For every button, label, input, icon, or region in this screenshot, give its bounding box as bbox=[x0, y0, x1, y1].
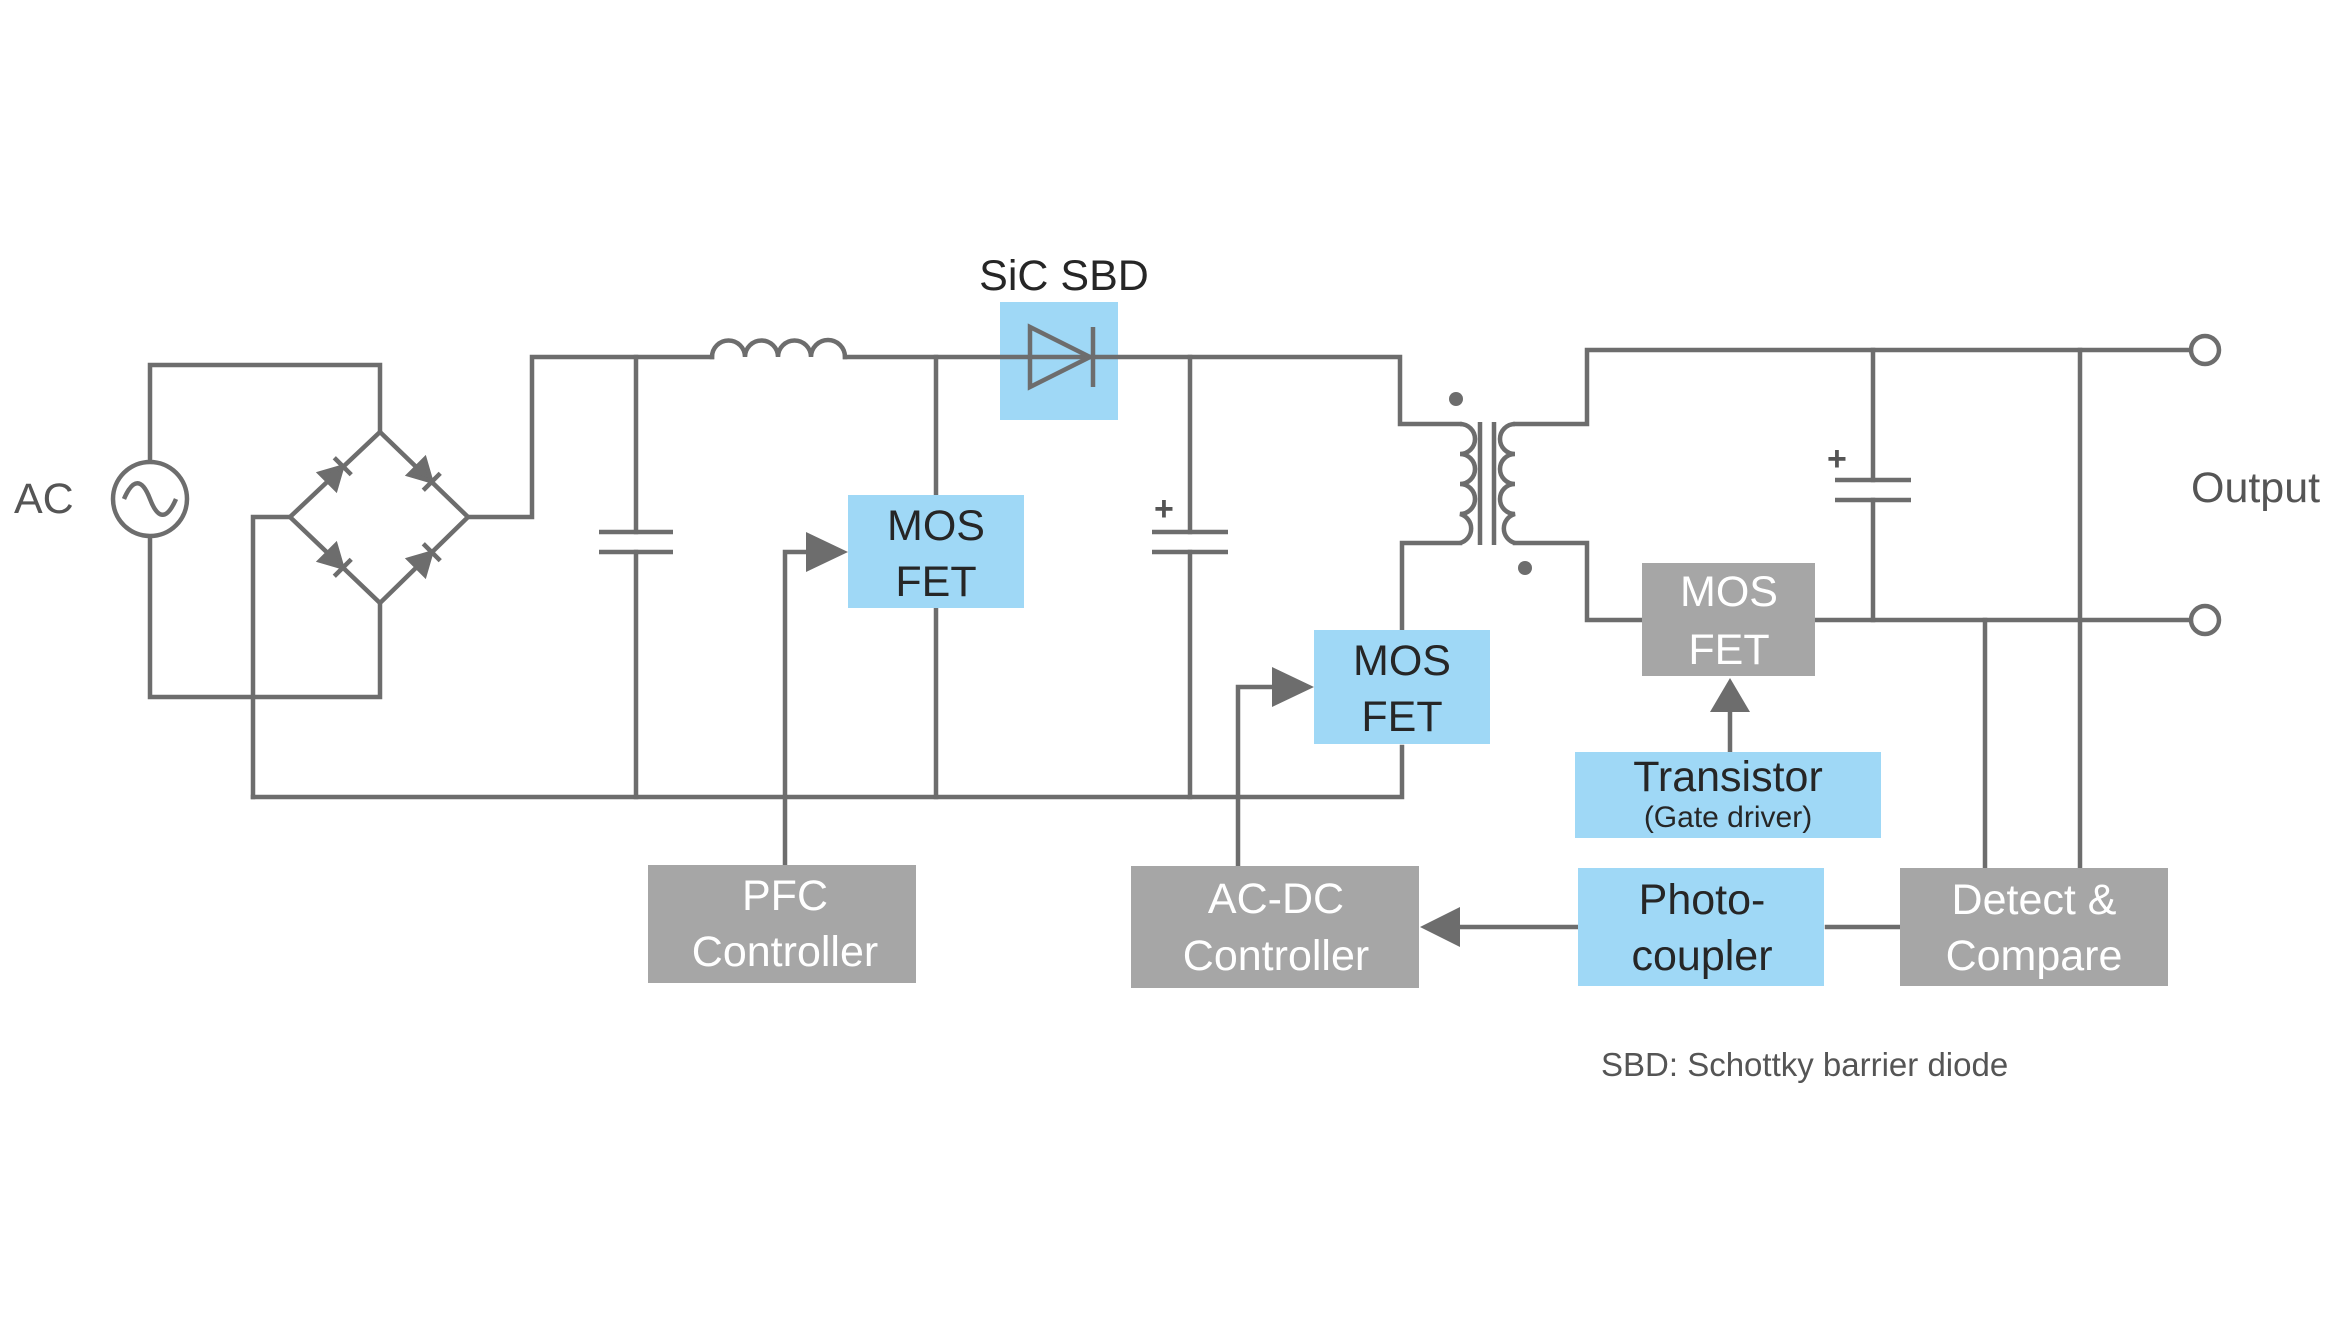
detect-compare-line1: Detect & bbox=[1952, 876, 2117, 924]
acdc-mosfet-block: MOS FET bbox=[1314, 630, 1490, 744]
pfc-controller-block: PFC Controller bbox=[648, 865, 916, 983]
acdc-mosfet-line1: MOS bbox=[1353, 637, 1451, 685]
transistor-gate-driver-block: Transistor (Gate driver) bbox=[1575, 752, 1881, 838]
acdc-controller-block: AC-DC Controller bbox=[1131, 866, 1419, 988]
ground-rail bbox=[250, 744, 1405, 800]
pfc-controller-line1: PFC bbox=[742, 872, 828, 920]
sbd-diode-icon bbox=[1000, 323, 1118, 391]
output-capacitor-icon bbox=[1835, 477, 1911, 503]
bridge-ground-wire bbox=[250, 514, 293, 800]
secondary-top-wire bbox=[1512, 347, 2193, 427]
ac-source-top-wire bbox=[147, 362, 383, 466]
photocoupler-block: Photo- coupler bbox=[1578, 868, 1824, 986]
ac-source-bottom-wire bbox=[147, 532, 383, 700]
bulk-capacitor-icon bbox=[1152, 529, 1228, 555]
detect-compare-block: Detect & Compare bbox=[1900, 868, 2168, 986]
pfc-mosfet-line1: MOS bbox=[887, 502, 985, 550]
acdc-mosfet-line2: FET bbox=[1361, 693, 1442, 741]
transistor-line1: Transistor bbox=[1633, 753, 1823, 801]
acdc-gate-wire bbox=[1235, 684, 1275, 868]
acdc-controller-line1: AC-DC bbox=[1208, 875, 1344, 923]
primary-to-mosfet-wire bbox=[1399, 540, 1463, 633]
pfc-mosfet-line2: FET bbox=[895, 558, 976, 606]
output-terminal-positive-icon[interactable] bbox=[2188, 333, 2222, 367]
input-capacitor-icon bbox=[599, 529, 673, 555]
secondary-mosfet-block: MOS FET bbox=[1642, 563, 1815, 676]
primary-dot-icon bbox=[1449, 392, 1463, 406]
ac-source-icon bbox=[110, 459, 190, 539]
pfc-controller-line2: Controller bbox=[692, 928, 878, 976]
output-label: Output bbox=[2191, 464, 2320, 512]
wiring bbox=[147, 347, 2193, 930]
sic-sbd-block bbox=[1000, 302, 1118, 420]
output-terminal-negative-icon[interactable] bbox=[2188, 603, 2222, 637]
pfc-mosfet-block: MOS FET bbox=[848, 495, 1024, 608]
transistor-line2: (Gate driver) bbox=[1644, 801, 1812, 834]
photocoupler-line2: coupler bbox=[1631, 932, 1772, 980]
ac-label: AC bbox=[14, 475, 74, 523]
acdc-gate-arrow-icon bbox=[1272, 667, 1314, 707]
gate-driver-arrow-icon bbox=[1710, 678, 1750, 712]
bridge-output-wire bbox=[465, 354, 715, 520]
secondary-dot-icon bbox=[1518, 561, 1532, 575]
output-cap-polarity: + bbox=[1827, 440, 1847, 478]
detect-compare-line2: Compare bbox=[1946, 932, 2123, 980]
sic-sbd-label: SiC SBD bbox=[979, 252, 1149, 300]
bulk-cap-polarity: + bbox=[1154, 490, 1174, 528]
footnote: SBD: Schottky barrier diode bbox=[1601, 1046, 2008, 1083]
secondary-bottom-wire bbox=[1512, 540, 1645, 623]
acdc-controller-line2: Controller bbox=[1183, 932, 1369, 980]
diode-to-transformer-wire bbox=[1095, 354, 1463, 427]
transformer-icon bbox=[1459, 421, 1516, 546]
feedback-arrow-icon bbox=[1420, 907, 1460, 947]
bridge-rectifier-icon bbox=[286, 428, 472, 607]
pfc-gate-arrow-icon bbox=[806, 532, 848, 572]
secondary-mosfet-line1: MOS bbox=[1680, 568, 1778, 616]
photocoupler-line1: Photo- bbox=[1639, 876, 1766, 924]
secondary-mosfet-line2: FET bbox=[1688, 626, 1769, 674]
pfc-gate-wire bbox=[782, 549, 813, 868]
pfc-inductor-icon bbox=[709, 337, 848, 360]
